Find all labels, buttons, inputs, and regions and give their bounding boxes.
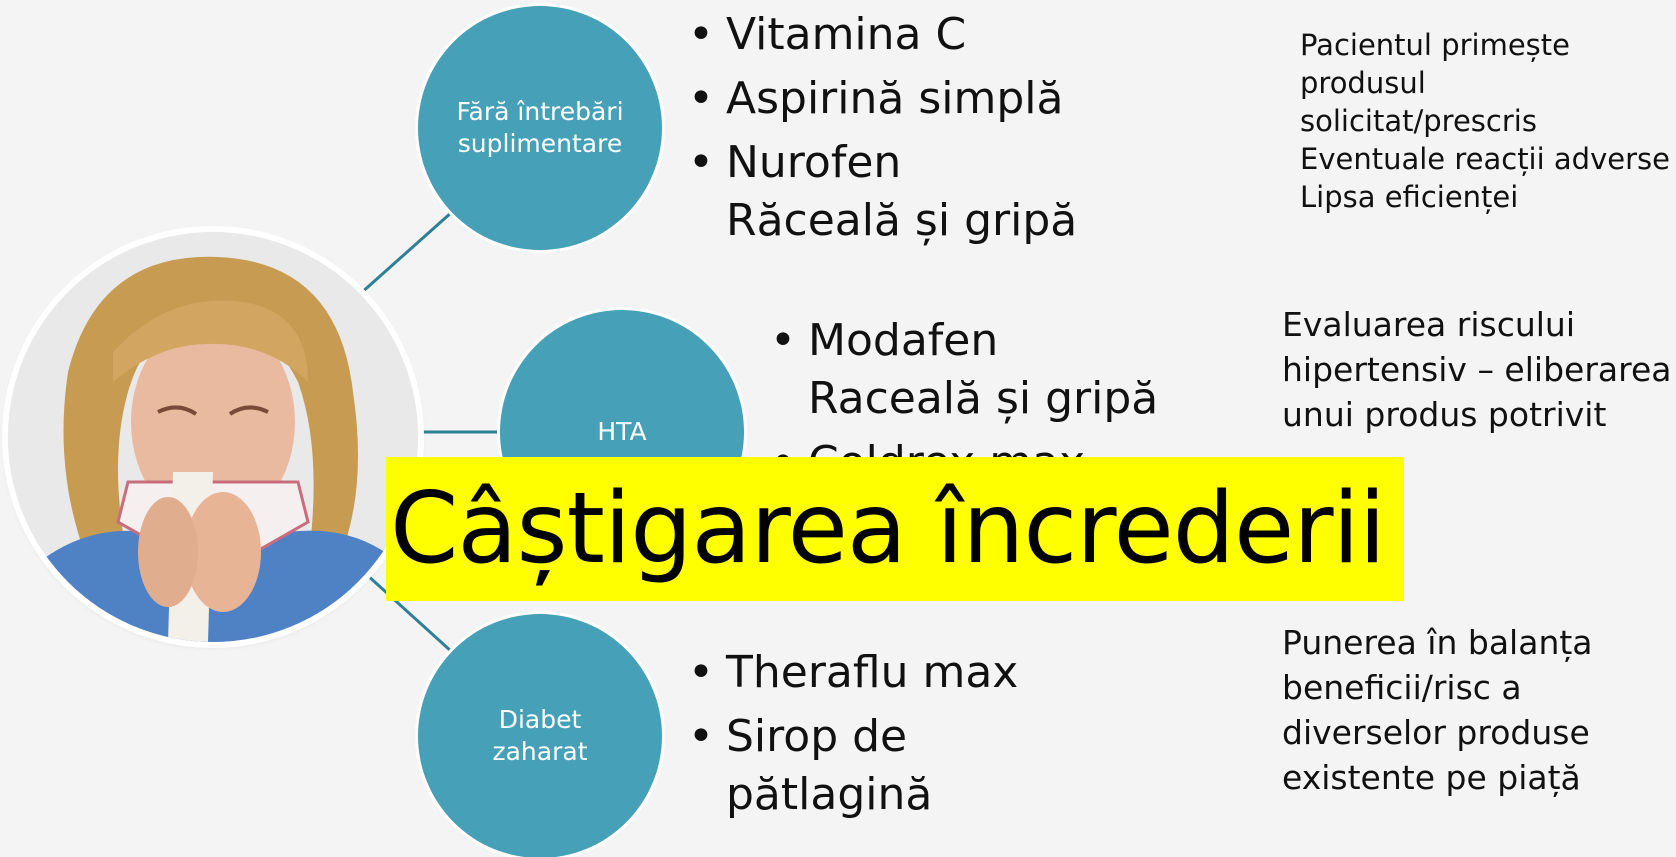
outcome-note-no-questions: Pacientul primește produsul solicitat/pr… xyxy=(1300,28,1670,214)
category-label: Fără întrebări suplimentare xyxy=(456,97,624,158)
category-label: Diabet zaharat xyxy=(492,705,588,766)
category-label: HTA xyxy=(597,417,647,446)
product-list-diabetes: Theraflu max Sirop de pătlagină xyxy=(688,644,1018,830)
outcome-note-hta: Evaluarea riscului hipertensiv – elibera… xyxy=(1282,305,1672,434)
product-item: Vitamina C xyxy=(688,6,1077,64)
outcome-note-diabetes: Punerea în balanța beneficii/risc a dive… xyxy=(1282,623,1593,797)
title-banner: Câștigarea încrederii xyxy=(386,457,1404,601)
product-item: Theraflu max xyxy=(688,644,1018,702)
product-item: Nurofen Răceală și gripă xyxy=(688,134,1077,250)
product-item: Modafen Raceală și gripă xyxy=(770,312,1158,428)
category-bubble-no-questions: Fără întrebări suplimentare xyxy=(418,6,662,250)
product-item: Sirop de pătlagină xyxy=(688,708,1018,824)
category-bubble-diabetes: Diabet zaharat xyxy=(418,614,662,857)
banner-title: Câștigarea încrederii xyxy=(390,472,1386,586)
product-list-no-questions: Vitamina C Aspirină simplă Nurofen Răcea… xyxy=(688,6,1077,256)
product-item: Aspirină simplă xyxy=(688,70,1077,128)
connector-bottom xyxy=(364,572,454,654)
connector-top xyxy=(359,210,453,296)
person-sneezing-photo xyxy=(8,232,418,642)
